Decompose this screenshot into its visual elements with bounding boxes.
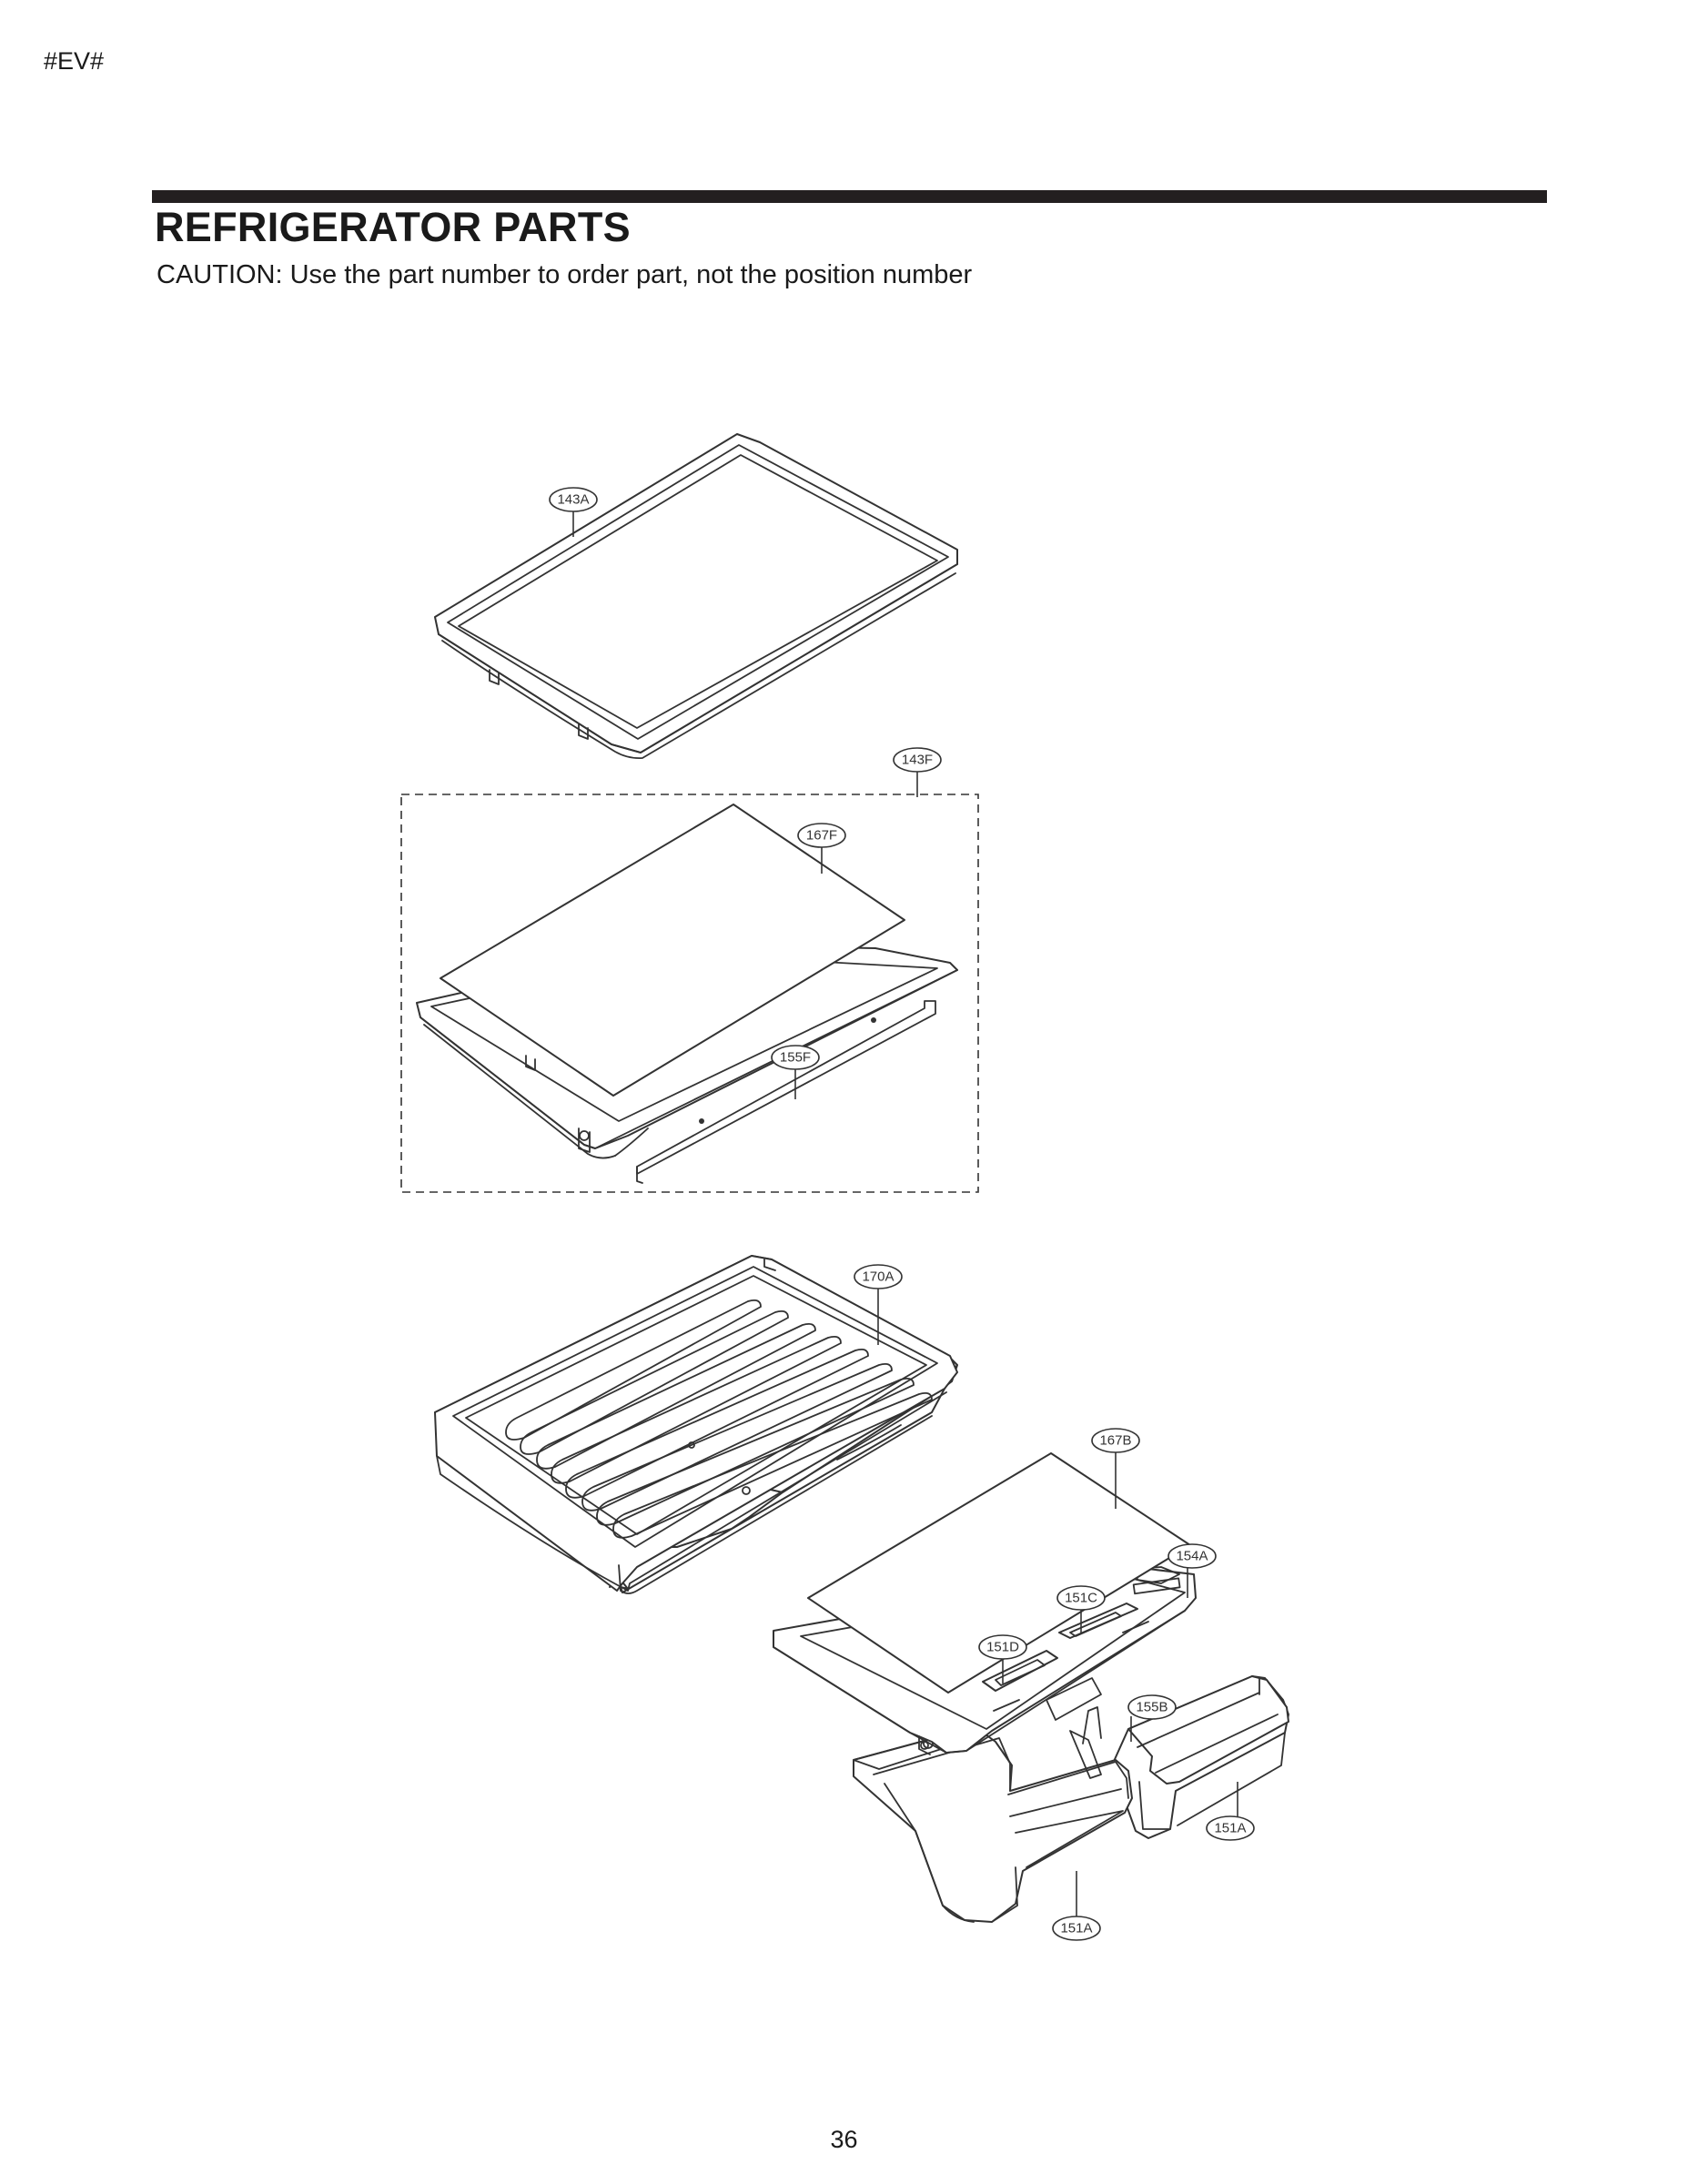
assembly-143f-box <box>400 794 979 1193</box>
caution-note: CAUTION: Use the part number to order pa… <box>157 260 973 289</box>
part-143a-glass-shelf <box>434 433 958 760</box>
part-151d-slider <box>982 1650 1058 1692</box>
svg-text:151C: 151C <box>1065 1591 1097 1606</box>
header-rule <box>152 190 1547 203</box>
page-title: REFRIGERATOR PARTS <box>155 204 631 250</box>
callout-155f: 155F <box>771 1045 820 1070</box>
callout-167f: 167F <box>797 823 846 848</box>
part-151a-right-drawer <box>1111 1675 1289 1839</box>
svg-text:167F: 167F <box>806 828 837 844</box>
callout-143a: 143A <box>549 487 598 512</box>
callout-154a: 154A <box>1167 1543 1217 1569</box>
svg-text:155F: 155F <box>780 1050 811 1066</box>
callout-155b: 155B <box>1127 1694 1177 1720</box>
part-167f-sheet <box>440 804 905 1097</box>
callout-151a-left: 151A <box>1052 1916 1101 1941</box>
svg-text:154A: 154A <box>1176 1549 1208 1564</box>
svg-text:167B: 167B <box>1099 1433 1131 1449</box>
callout-151c: 151C <box>1056 1585 1106 1611</box>
part-170a-crisper-cover <box>434 1255 958 1594</box>
svg-text:143A: 143A <box>557 492 589 508</box>
callout-143f: 143F <box>893 747 942 773</box>
part-151a-left-drawer <box>853 1726 1133 1923</box>
svg-text:151A: 151A <box>1060 1921 1092 1936</box>
callout-151a-right: 151A <box>1206 1815 1255 1841</box>
svg-text:151D: 151D <box>986 1640 1019 1655</box>
svg-text:143F: 143F <box>902 753 933 768</box>
svg-text:170A: 170A <box>862 1269 894 1285</box>
callout-151d: 151D <box>978 1634 1027 1660</box>
callout-170a: 170A <box>854 1264 903 1289</box>
document-code: #EV# <box>44 47 105 75</box>
svg-text:155B: 155B <box>1136 1700 1167 1715</box>
page-number: 36 <box>830 2126 858 2153</box>
callout-167b: 167B <box>1091 1428 1140 1453</box>
part-151c-slider <box>1058 1603 1138 1639</box>
svg-text:151A: 151A <box>1214 1821 1246 1836</box>
